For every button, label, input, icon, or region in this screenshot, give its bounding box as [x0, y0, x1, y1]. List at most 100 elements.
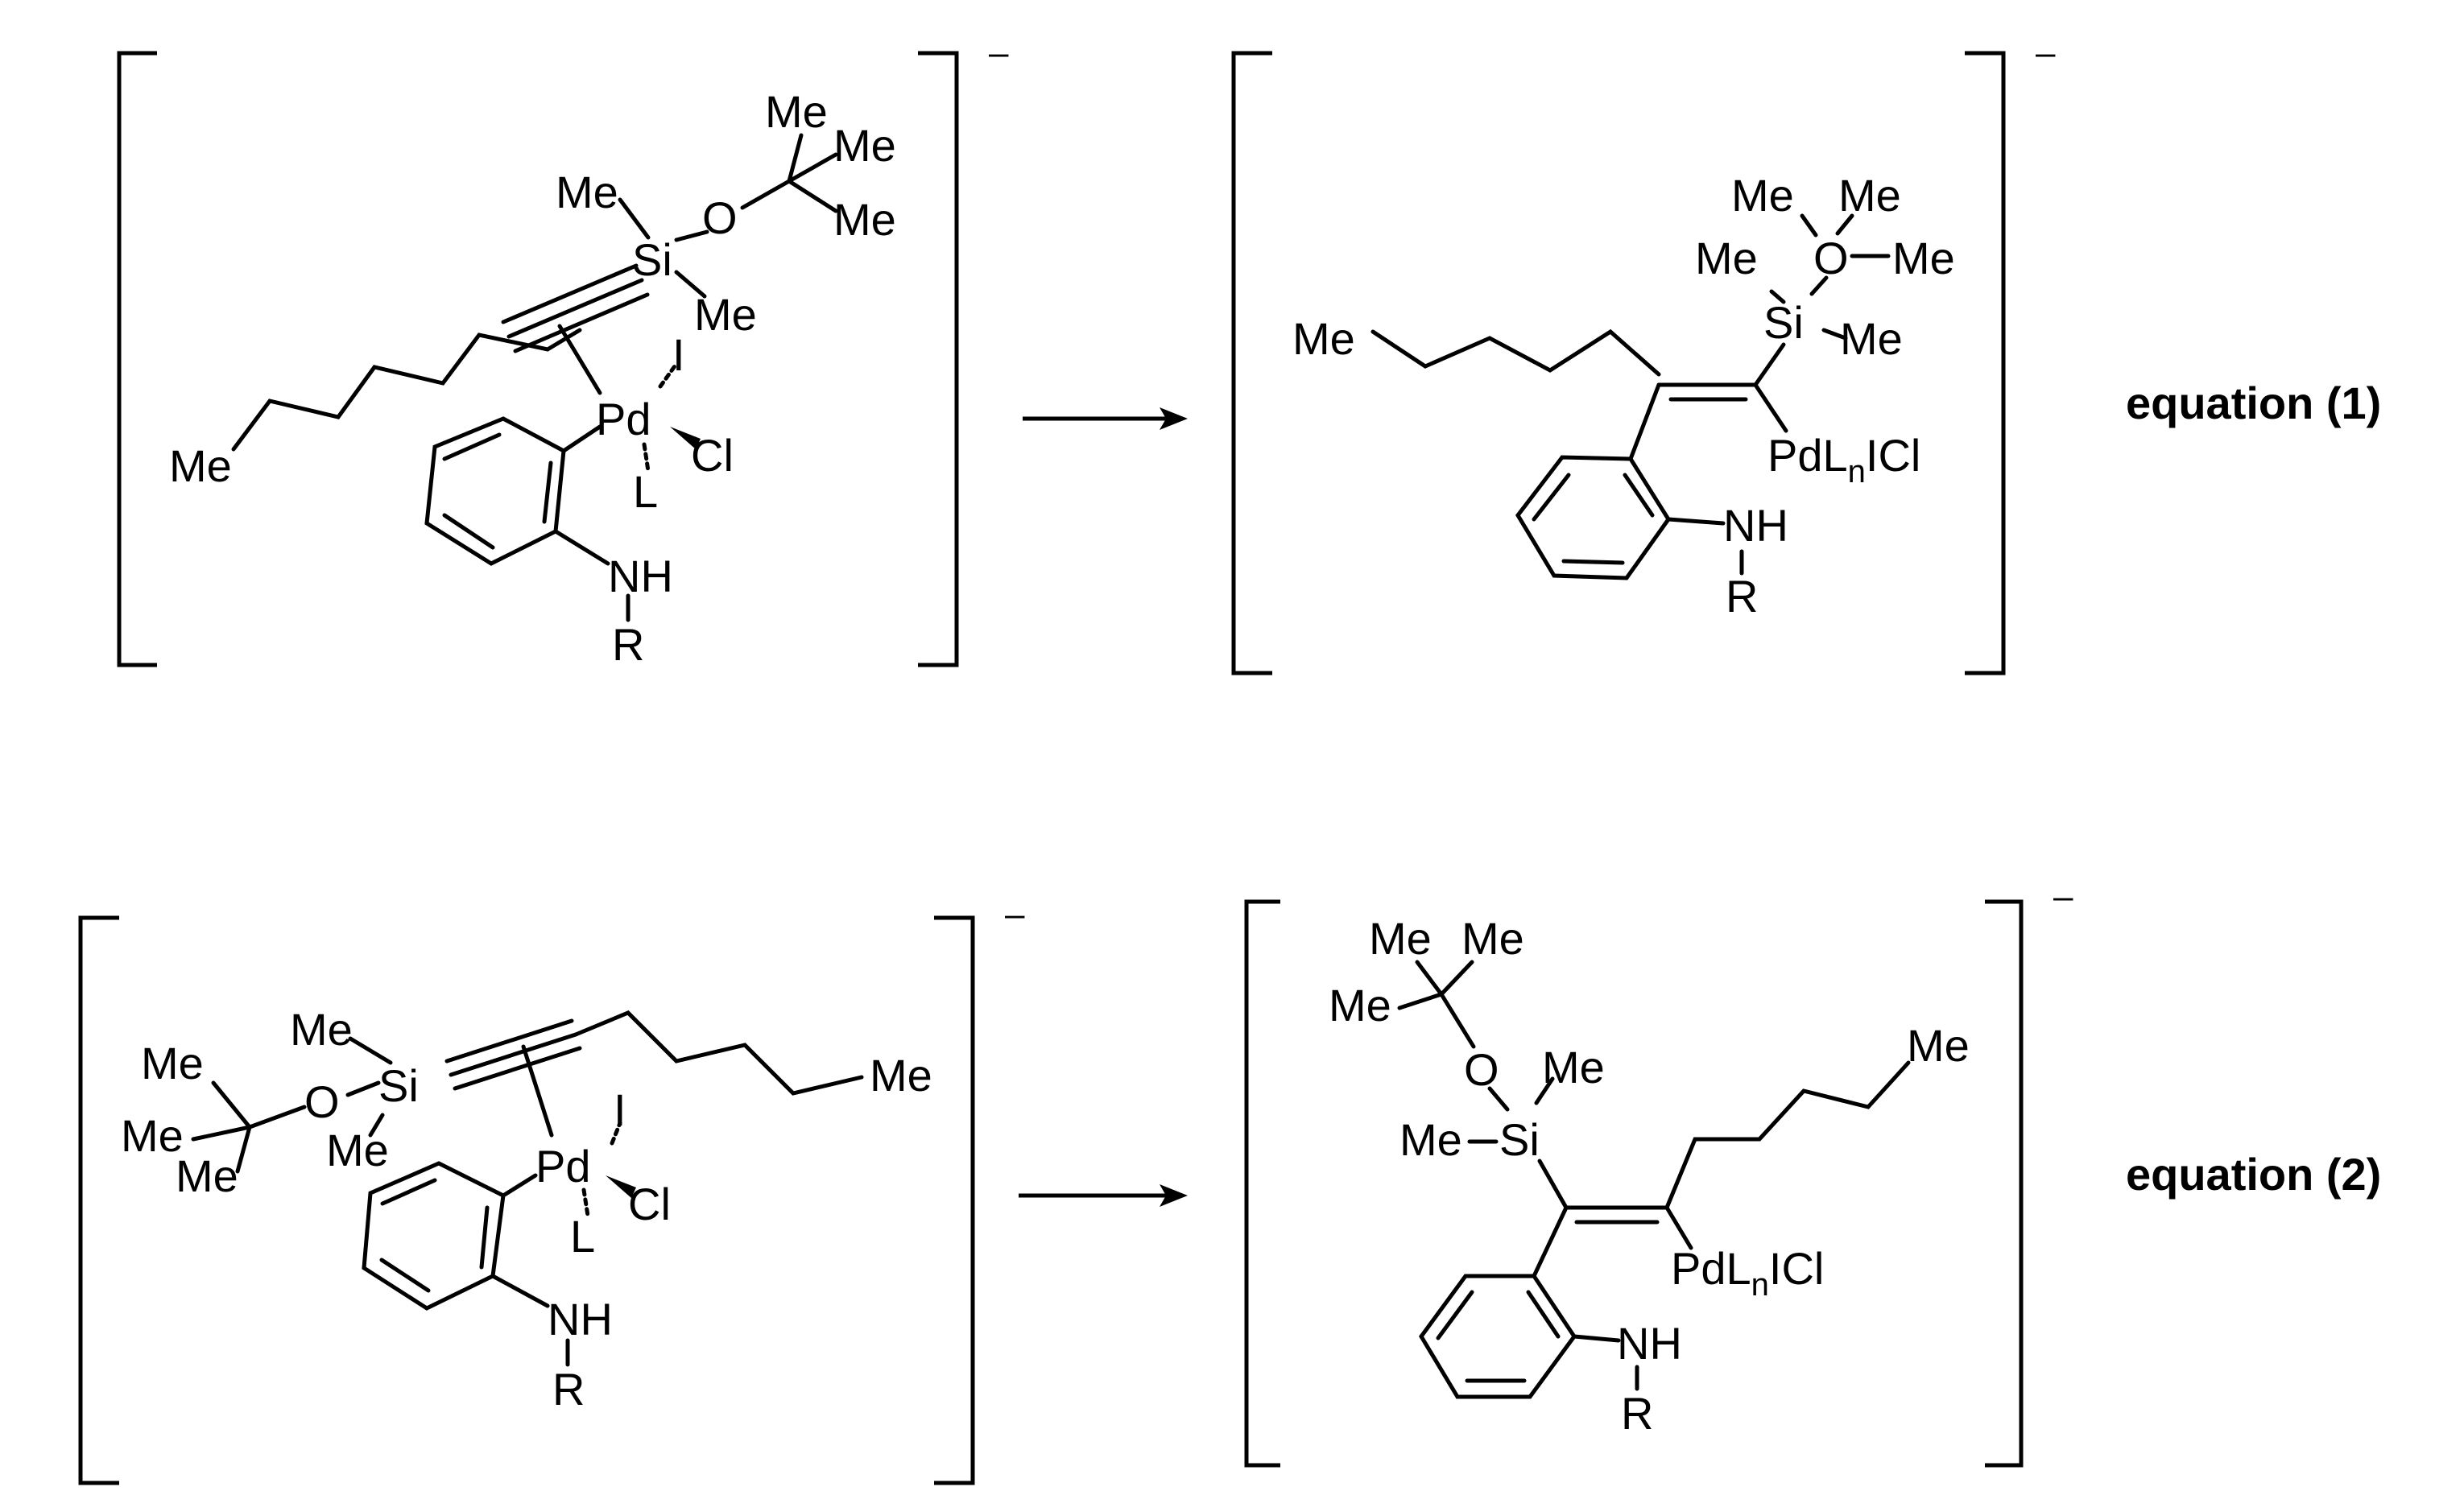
atom-me-o-2: Me [1838, 170, 1901, 221]
atom-pdlnicl: PdLnICl [1767, 430, 1920, 489]
atom-me-tbu-2: Me [121, 1110, 184, 1161]
vinyl-aryl-bond [1532, 1205, 1569, 1278]
benzene-ring [424, 416, 566, 566]
atom-me-si-2: Me [1840, 313, 1903, 364]
right-bracket [918, 51, 959, 667]
product-complex-1: – Me Si Me Me [1231, 33, 2056, 675]
pentyl-chain [231, 328, 582, 452]
left-bracket [78, 915, 119, 1485]
tbu-me-1 [1415, 960, 1444, 997]
atom-si: Si [1499, 1114, 1540, 1165]
pentyl-chain [573, 1010, 864, 1096]
alkyne-bond-2 [449, 1032, 578, 1077]
atom-r: R [1621, 1388, 1653, 1439]
atom-nh: NH [1723, 500, 1788, 551]
right-bracket [1985, 899, 2024, 1468]
c-o-bond [1439, 992, 1476, 1049]
product-complex-2: – Me Me Me O [1244, 877, 2073, 1468]
alkyne-bond-3 [513, 292, 650, 353]
atom-o: O [702, 192, 738, 243]
pentyl-chain [1664, 1060, 1911, 1210]
ring-double-3 [1623, 473, 1655, 518]
atom-nh: NH [1617, 1318, 1682, 1369]
si-o-bond [674, 229, 709, 242]
c-pd-bond [1753, 382, 1788, 433]
atom-me-tbu-2: Me [1461, 913, 1524, 964]
atom-i: I [614, 1084, 626, 1135]
si-me-bond-1 [1534, 1076, 1555, 1105]
reactant-complex-2: – [78, 894, 1025, 1485]
tbu-me-2 [787, 152, 838, 184]
alkyne-bond-1 [501, 263, 639, 324]
aryl-n-bond [1572, 1334, 1621, 1343]
atom-o: O [1813, 233, 1849, 283]
left-bracket [1244, 899, 1280, 1468]
atom-me-si-2: Me [326, 1125, 389, 1175]
tbu-me-2 [191, 1125, 252, 1142]
atom-cl: Cl [691, 430, 734, 481]
atom-i: I [672, 329, 685, 380]
atom-nh: NH [608, 551, 673, 601]
benzene-ring [362, 1161, 506, 1311]
equation-2: – [78, 877, 2381, 1485]
aryl-n-bond [490, 1274, 550, 1308]
atom-pdlnicl: PdLnICl [1671, 1243, 1824, 1303]
tbu-me-2 [1439, 960, 1474, 997]
o-c-bond [740, 179, 792, 210]
ring-double-2 [1561, 559, 1625, 565]
equation-2-label: equation (2) [2126, 1149, 2381, 1200]
si-me-bond-2 [1821, 328, 1848, 341]
c-pd-bond [1664, 1205, 1693, 1250]
si-o-bond [1809, 275, 1829, 296]
ring-double-1 [1436, 1290, 1474, 1340]
atom-me-tbu-1: Me [141, 1038, 204, 1088]
atom-nh: NH [548, 1294, 613, 1344]
o-c-bond [247, 1105, 307, 1130]
right-bracket [934, 915, 975, 1485]
atom-me-tbu-1: Me [1369, 913, 1432, 964]
atom-me-si: Me [556, 167, 618, 217]
pd-aryl-bond [561, 424, 602, 453]
vinyl-aryl-bond [1628, 382, 1661, 461]
si-me2-bond [674, 270, 707, 299]
si-me-bond [348, 1036, 393, 1065]
tbu-me-3 [235, 1125, 252, 1174]
alkyne-bond-1 [444, 1018, 574, 1064]
atom-me-o-1: Me [1731, 170, 1794, 221]
ring-double-1 [1532, 473, 1571, 522]
o-me-bond-1 [1800, 213, 1818, 237]
tbu-me-3 [1397, 992, 1444, 1010]
atom-cl: Cl [628, 1179, 671, 1229]
tbu-me-1 [787, 133, 804, 184]
pd-aryl-bond [501, 1173, 538, 1198]
pd-l-bond [581, 1187, 590, 1218]
c-si-bond [1753, 342, 1786, 387]
atom-me-chain: Me [1292, 313, 1355, 364]
negative-charge: – [2036, 33, 2056, 72]
atom-r: R [612, 619, 644, 670]
aryl-n-bond [1666, 517, 1726, 526]
atom-me-si: Me [290, 1004, 353, 1055]
pentyl-chain [1370, 328, 1661, 377]
atom-l: L [570, 1211, 595, 1262]
reactant-complex-1: – [117, 33, 1009, 670]
tbu-me-1 [211, 1080, 252, 1130]
aryl-n-bond [553, 529, 610, 566]
alkyne-bond-2 [506, 278, 644, 339]
atom-me-tbu-3: Me [1329, 980, 1391, 1030]
negative-charge: – [1005, 894, 1025, 934]
atom-me-tbu-3: Me [176, 1150, 238, 1201]
atom-l: L [633, 466, 658, 517]
pd-l-bond [642, 442, 651, 473]
ring-double-1 [442, 432, 502, 461]
atom-me-si-1: Me [1542, 1042, 1605, 1092]
si-me-bond [618, 197, 651, 240]
atom-me-tbu-3: Me [833, 194, 896, 245]
atom-r: R [1726, 571, 1758, 622]
alkyne-pd-coordination [557, 324, 602, 395]
si-me-bond-1 [1769, 289, 1786, 304]
reaction-arrow-1 [1023, 407, 1188, 430]
atom-pd: Pd [596, 394, 651, 444]
tbu-me-3 [787, 179, 838, 213]
